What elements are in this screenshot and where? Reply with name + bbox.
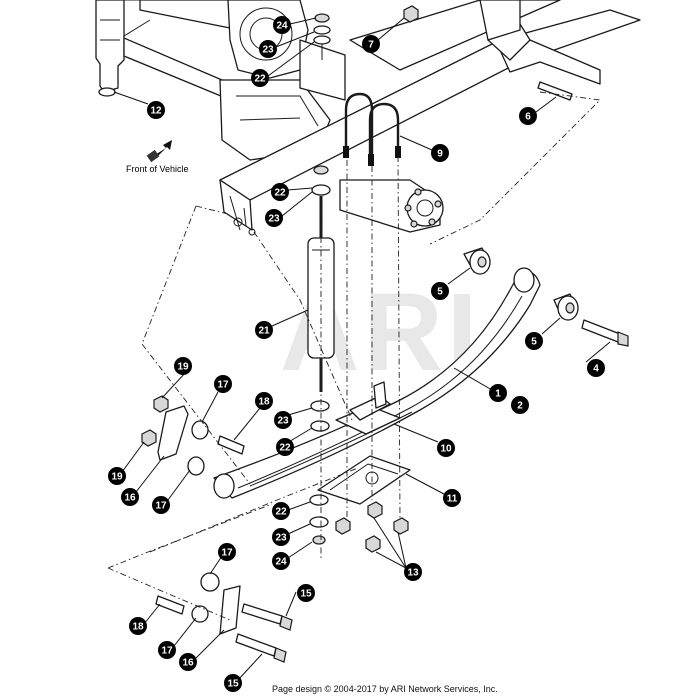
callout-19: 19 (108, 467, 126, 485)
top-shock-hardware (313, 13, 331, 60)
callout-4: 4 (587, 359, 605, 377)
svg-text:9: 9 (437, 149, 443, 160)
callout-10: 10 (437, 439, 455, 457)
callout-22: 22 (271, 183, 289, 201)
callout-22: 22 (276, 438, 294, 456)
callout-9: 9 (431, 144, 449, 162)
callout-23: 23 (272, 528, 290, 546)
callout-15: 15 (224, 674, 242, 692)
svg-text:18: 18 (258, 397, 270, 408)
svg-text:7: 7 (368, 40, 374, 51)
svg-text:16: 16 (124, 493, 136, 504)
callout-17: 17 (214, 375, 232, 393)
svg-text:13: 13 (407, 568, 419, 579)
callout-6: 6 (519, 107, 537, 125)
svg-text:23: 23 (277, 416, 289, 427)
svg-text:24: 24 (276, 21, 288, 32)
leaf-spring (213, 267, 541, 499)
callout-23: 23 (274, 411, 292, 429)
svg-text:23: 23 (268, 214, 280, 225)
svg-text:18: 18 (132, 622, 144, 633)
svg-text:21: 21 (258, 326, 270, 337)
callout-1: 1 (489, 384, 507, 402)
callout-5: 5 (525, 332, 543, 350)
callout-13: 13 (404, 563, 422, 581)
rear-shackle-group (155, 572, 293, 663)
lower-shock-hardware (309, 494, 409, 553)
callout-19: 19 (174, 357, 192, 375)
svg-text:22: 22 (274, 188, 286, 199)
callout-15: 15 (297, 584, 315, 602)
svg-text:4: 4 (593, 364, 599, 375)
svg-text:11: 11 (447, 494, 458, 505)
svg-text:10: 10 (440, 444, 452, 455)
front-shackle-group (141, 395, 245, 476)
callout-22: 22 (251, 69, 269, 87)
callout-2: 2 (511, 396, 529, 414)
svg-text:1: 1 (495, 389, 501, 400)
svg-text:17: 17 (161, 646, 173, 657)
callout-21: 21 (255, 321, 273, 339)
svg-text:22: 22 (275, 507, 287, 518)
callout-23: 23 (259, 40, 277, 58)
callout-12: 12 (147, 101, 165, 119)
callout-18: 18 (255, 392, 273, 410)
svg-text:17: 17 (217, 380, 229, 391)
u-bolts (343, 92, 401, 166)
svg-text:17: 17 (155, 501, 167, 512)
copyright-footer: Page design © 2004-2017 by ARI Network S… (272, 684, 498, 694)
svg-text:22: 22 (254, 74, 266, 85)
callout-18: 18 (129, 617, 147, 635)
svg-text:6: 6 (525, 112, 531, 123)
spring-bushings (463, 247, 629, 347)
svg-text:23: 23 (262, 45, 274, 56)
vehicle-frame (95, 0, 641, 236)
callout-11: 11 (443, 489, 461, 507)
svg-text:5: 5 (531, 337, 537, 348)
callout-24: 24 (273, 16, 291, 34)
alignment-lines (107, 91, 601, 621)
callout-7: 7 (362, 35, 380, 53)
svg-text:5: 5 (437, 287, 443, 298)
callout-22: 22 (272, 502, 290, 520)
shock-absorber (307, 165, 335, 432)
svg-text:15: 15 (227, 679, 239, 690)
svg-text:15: 15 (300, 589, 312, 600)
svg-text:16: 16 (182, 658, 194, 669)
svg-text:17: 17 (221, 548, 233, 559)
callout-17: 17 (158, 641, 176, 659)
callout-5: 5 (431, 282, 449, 300)
svg-text:19: 19 (177, 362, 189, 373)
svg-text:19: 19 (111, 472, 123, 483)
callout-16: 16 (179, 653, 197, 671)
callout-markers: 24 23 22 7 12 6 9 22 23 5 5 4 21 1 2 19 … (108, 16, 605, 692)
svg-text:22: 22 (279, 443, 291, 454)
callout-16: 16 (121, 488, 139, 506)
front-of-vehicle-indicator: Front of Vehicle (126, 140, 189, 174)
svg-text:2: 2 (517, 401, 523, 412)
callout-17: 17 (152, 496, 170, 514)
svg-text:24: 24 (275, 557, 287, 568)
svg-text:23: 23 (275, 533, 287, 544)
spring-plates (317, 381, 411, 505)
callout-24: 24 (272, 552, 290, 570)
svg-text:12: 12 (150, 106, 162, 117)
callout-23: 23 (265, 209, 283, 227)
front-of-vehicle-label: Front of Vehicle (126, 164, 189, 174)
callout-17: 17 (218, 543, 236, 561)
